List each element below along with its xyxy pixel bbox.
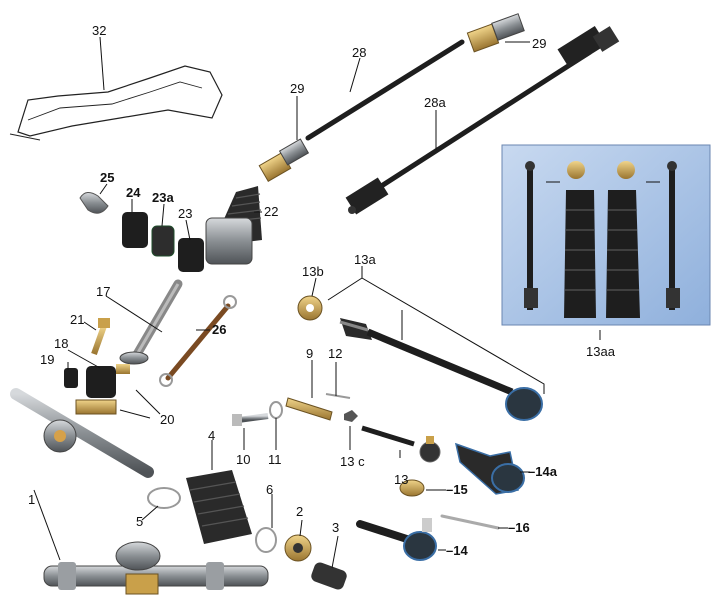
bolt bbox=[91, 318, 110, 356]
label-13aa: 13aa bbox=[586, 344, 616, 359]
label-23a: 23a bbox=[152, 190, 174, 205]
bushing-parts bbox=[79, 192, 204, 272]
label-28: 28 bbox=[352, 45, 366, 60]
label-20: 20 bbox=[160, 412, 174, 427]
universal-joint-top bbox=[466, 13, 525, 53]
label-12: 12 bbox=[328, 346, 342, 361]
inner-tie-rod bbox=[344, 410, 441, 463]
tie-rod-kit-inset bbox=[501, 144, 711, 326]
label-32: 32 bbox=[92, 23, 106, 38]
label-5: 5 bbox=[136, 514, 143, 529]
floor-cover-drawing bbox=[9, 65, 223, 141]
label-21: 21 bbox=[70, 312, 84, 327]
castle-nut bbox=[399, 479, 425, 497]
label-23: 23 bbox=[178, 206, 192, 221]
tie-rod-end-b bbox=[356, 518, 437, 561]
label-17: 17 bbox=[96, 284, 110, 299]
mount-parts bbox=[64, 364, 130, 415]
label-13c: 13 c bbox=[340, 454, 365, 469]
label-15: –15 bbox=[446, 482, 468, 497]
label-1: 1 bbox=[28, 492, 35, 507]
label-4: 4 bbox=[208, 428, 215, 443]
cotter-pin bbox=[440, 514, 500, 530]
leader-lines bbox=[33, 36, 660, 569]
label-19: 19 bbox=[40, 352, 54, 367]
steering-rack-top bbox=[10, 388, 154, 478]
steering-shaft-assembly bbox=[345, 26, 620, 215]
label-18: 18 bbox=[54, 336, 68, 351]
label-2: 2 bbox=[296, 504, 303, 519]
label-29: 29 bbox=[290, 81, 304, 96]
part-labels: 32 28 29 29 28a 22 25 24 23a 23 17 26 21… bbox=[28, 23, 616, 558]
linkage-hardware bbox=[232, 393, 351, 426]
label-29-top: 29 bbox=[532, 36, 546, 51]
label-13: 13 bbox=[394, 472, 408, 487]
label-22: 22 bbox=[264, 204, 278, 219]
label-24: 24 bbox=[126, 185, 141, 200]
ground-strap bbox=[159, 295, 237, 387]
label-6: 6 bbox=[266, 482, 273, 497]
label-14: –14 bbox=[446, 543, 468, 558]
tie-rod-assembly bbox=[297, 295, 543, 421]
column-boot bbox=[205, 186, 262, 265]
label-13b: 13b bbox=[302, 264, 324, 279]
label-25: 25 bbox=[100, 170, 114, 185]
label-28a: 28a bbox=[424, 95, 446, 110]
pinion-shaft bbox=[119, 279, 183, 365]
label-14a: –14a bbox=[528, 464, 558, 479]
rack-small-parts bbox=[147, 470, 347, 590]
label-13a: 13a bbox=[354, 252, 376, 267]
label-11: 11 bbox=[268, 452, 282, 467]
tie-rod-end-a bbox=[454, 442, 525, 495]
label-16: –16 bbox=[508, 520, 530, 535]
label-26: 26 bbox=[212, 322, 226, 337]
steering-rack-bottom bbox=[43, 541, 269, 595]
universal-joint-bottom bbox=[258, 138, 310, 182]
label-9: 9 bbox=[306, 346, 313, 361]
label-10: 10 bbox=[236, 452, 250, 467]
label-3: 3 bbox=[332, 520, 339, 535]
steering-shaft bbox=[258, 13, 525, 182]
